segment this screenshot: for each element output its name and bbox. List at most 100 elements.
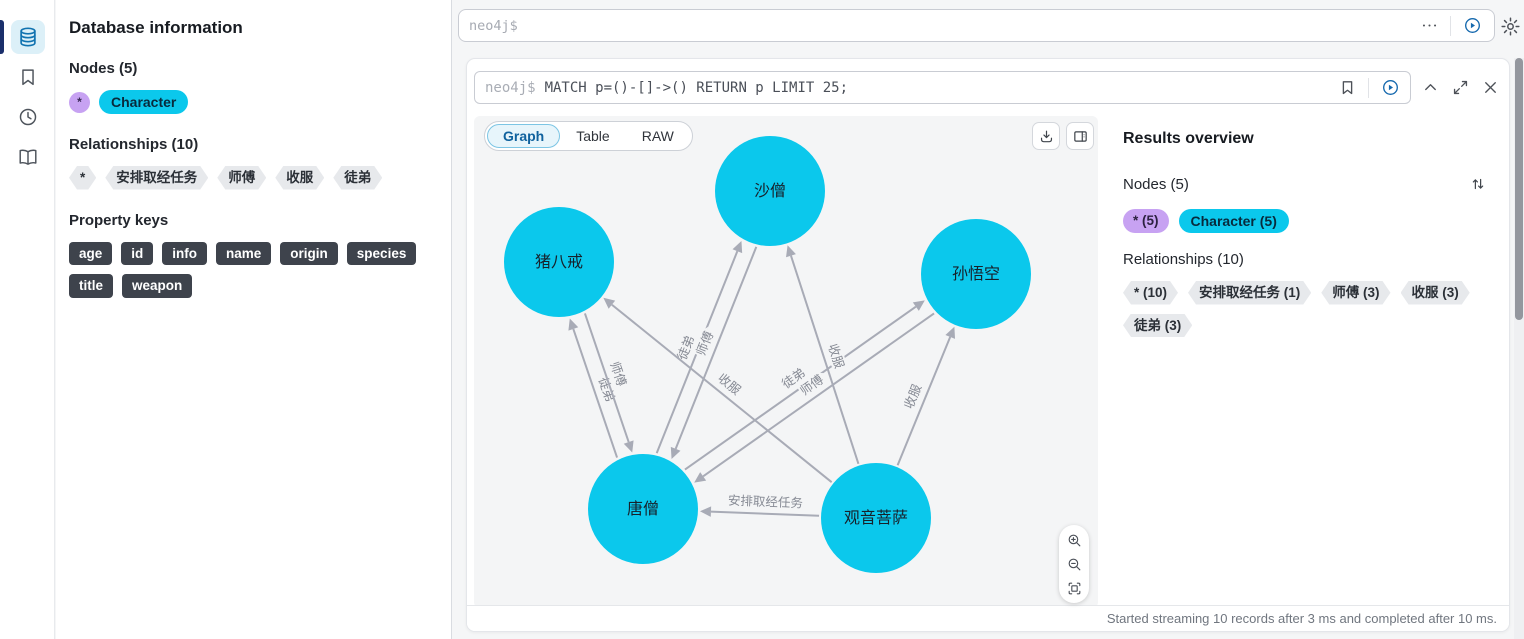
results-relationship-badge[interactable]: 收服 (3) <box>1401 281 1470 305</box>
scrollbar-thumb[interactable] <box>1515 58 1523 320</box>
result-frame: neo4j$ MATCH p=()-[]->() RETURN p LIMIT … <box>466 58 1510 632</box>
zoom-out-button[interactable] <box>1061 552 1087 576</box>
relationships-section-label: Relationships (10) <box>69 136 199 153</box>
results-relationship-badge[interactable]: 安排取经任务 (1) <box>1188 281 1311 305</box>
expand-icon <box>1453 80 1467 94</box>
gear-icon <box>1500 16 1520 36</box>
zoom-out-icon <box>1068 558 1080 570</box>
results-overview-panel: Results overview Nodes (5) * (5) Characte… <box>1105 116 1504 608</box>
divider <box>1450 15 1451 36</box>
command-prompt: neo4j$ <box>469 17 518 34</box>
status-message: Started streaming 10 records after 3 ms … <box>1106 611 1497 626</box>
results-nodes-label: Nodes (5) <box>1123 175 1189 193</box>
tab-graph[interactable]: Graph <box>487 124 561 148</box>
toggle-side-panel-button[interactable] <box>1066 122 1094 150</box>
sort-button[interactable] <box>1466 172 1490 196</box>
close-frame-button[interactable] <box>1478 75 1502 99</box>
zoom-fit-button[interactable] <box>1061 576 1087 600</box>
panel-title: Database information <box>69 18 243 37</box>
sidebar-item-docs[interactable] <box>13 142 43 172</box>
graph-edge-安排取经任务[interactable]: 安排取经任务 <box>699 491 820 517</box>
relationship-type-badge[interactable]: 安排取经任务 <box>105 166 208 190</box>
sidebar-item-database[interactable] <box>11 20 45 54</box>
property-key-badge[interactable]: species <box>346 241 417 265</box>
property-key-badge[interactable]: age <box>69 241 113 265</box>
relationship-type-badge[interactable]: * <box>69 166 96 190</box>
edge-label: 收服 <box>825 342 846 371</box>
results-relationship-badge[interactable]: 徒弟 (3) <box>1123 314 1192 338</box>
graph-node-唐僧[interactable]: 唐僧 <box>588 454 698 564</box>
view-tabs: Graph Table RAW <box>484 121 693 151</box>
bookmark-icon <box>22 69 34 86</box>
fit-to-screen-icon <box>1068 582 1080 594</box>
property-key-badge[interactable]: weapon <box>122 274 193 298</box>
frame-query-editor[interactable]: neo4j$ MATCH p=()-[]->() RETURN p LIMIT … <box>474 71 1411 104</box>
graph-node-观音菩萨[interactable]: 观音菩萨 <box>821 463 931 573</box>
cypher-command-input[interactable]: neo4j$ <box>458 9 1495 42</box>
graph-node-沙僧[interactable]: 沙僧 <box>715 136 825 246</box>
page-scrollbar[interactable] <box>1514 58 1524 639</box>
main-area: neo4j$ neo4j <box>452 0 1524 639</box>
property-keys-section-label: Property keys <box>69 211 169 229</box>
graph-edge-收服[interactable]: 收服 <box>896 326 956 466</box>
results-node-badge[interactable]: * (5) <box>1123 209 1169 233</box>
graph-node-猪八戒[interactable]: 猪八戒 <box>504 207 614 317</box>
docs-book-icon <box>19 149 37 165</box>
chevron-up-icon <box>1424 83 1436 90</box>
zoom-in-button[interactable] <box>1061 528 1087 552</box>
property-key-badge[interactable]: title <box>69 274 114 298</box>
panel-layout-icon <box>1073 130 1087 142</box>
frame-query-text: MATCH p=()-[]->() RETURN p LIMIT 25; <box>544 79 849 96</box>
play-icon <box>1382 80 1398 95</box>
edge-label: 收服 <box>715 371 744 398</box>
property-key-badge[interactable]: name <box>216 241 272 265</box>
settings-button[interactable] <box>1498 14 1522 38</box>
database-icon <box>20 27 36 47</box>
divider <box>1368 77 1369 98</box>
zoom-in-icon <box>1068 534 1080 546</box>
sort-arrows-icon <box>1472 178 1484 190</box>
collapse-frame-button[interactable] <box>1418 75 1442 99</box>
relationship-type-badge[interactable]: 徒弟 <box>333 166 382 190</box>
results-relationships-label: Relationships (10) <box>1123 251 1244 268</box>
relationship-type-badge[interactable]: 收服 <box>275 166 324 190</box>
frame-prompt: neo4j$ <box>485 79 536 96</box>
node-label-badge[interactable]: Character <box>99 90 189 114</box>
database-information-panel: Database information Nodes (5) * Characte… <box>56 0 452 639</box>
left-icon-rail <box>0 0 55 639</box>
run-query-button[interactable] <box>1460 14 1484 38</box>
tab-raw[interactable]: RAW <box>641 128 674 144</box>
relationship-badges-row: * 安排取经任务师傅收服徒弟 <box>69 166 438 190</box>
expand-frame-button[interactable] <box>1448 75 1472 99</box>
zoom-controls <box>1059 525 1089 603</box>
graph-node-孙悟空[interactable]: 孙悟空 <box>921 219 1031 329</box>
relationship-type-badge[interactable]: 师傅 <box>217 166 266 190</box>
property-key-badge[interactable]: info <box>162 241 208 265</box>
property-key-badge[interactable]: id <box>121 241 154 265</box>
edge-label: 安排取经任务 <box>728 493 804 511</box>
property-key-badge[interactable]: origin <box>280 241 338 265</box>
results-relationship-badges-row: * (10) 安排取经任务 (1) 师傅 (3) 收服 (3) 徒弟 (3) <box>1123 281 1490 337</box>
results-relationship-badge[interactable]: 师傅 (3) <box>1321 281 1390 305</box>
node-badges-row: * Character <box>69 90 438 114</box>
graph-visualization-card: 徒弟师傅徒弟师傅徒弟师傅收服收服收服安排取经任务沙僧猪八戒孙悟空唐僧观音菩萨 G… <box>474 116 1098 608</box>
save-favorite-button[interactable] <box>1335 76 1359 100</box>
results-node-badge[interactable]: Character (5) <box>1178 209 1289 233</box>
bookmark-icon <box>1342 81 1352 95</box>
rerun-query-button[interactable] <box>1378 76 1402 100</box>
sidebar-item-history[interactable] <box>13 102 43 132</box>
sidebar-item-bookmarks[interactable] <box>13 62 43 92</box>
download-button[interactable] <box>1032 122 1060 150</box>
tab-table[interactable]: Table <box>576 128 610 144</box>
graph-edge-师傅[interactable]: 师傅 <box>694 312 935 483</box>
command-more-button[interactable] <box>1417 14 1441 38</box>
results-overview-title: Results overview <box>1123 130 1254 147</box>
node-label-badge[interactable]: * <box>69 91 90 113</box>
results-relationship-badge[interactable]: * (10) <box>1123 281 1178 305</box>
close-icon <box>1484 81 1496 93</box>
play-icon <box>1464 18 1480 33</box>
nodes-section-label: Nodes (5) <box>69 60 138 77</box>
active-rail-indicator <box>0 20 4 54</box>
